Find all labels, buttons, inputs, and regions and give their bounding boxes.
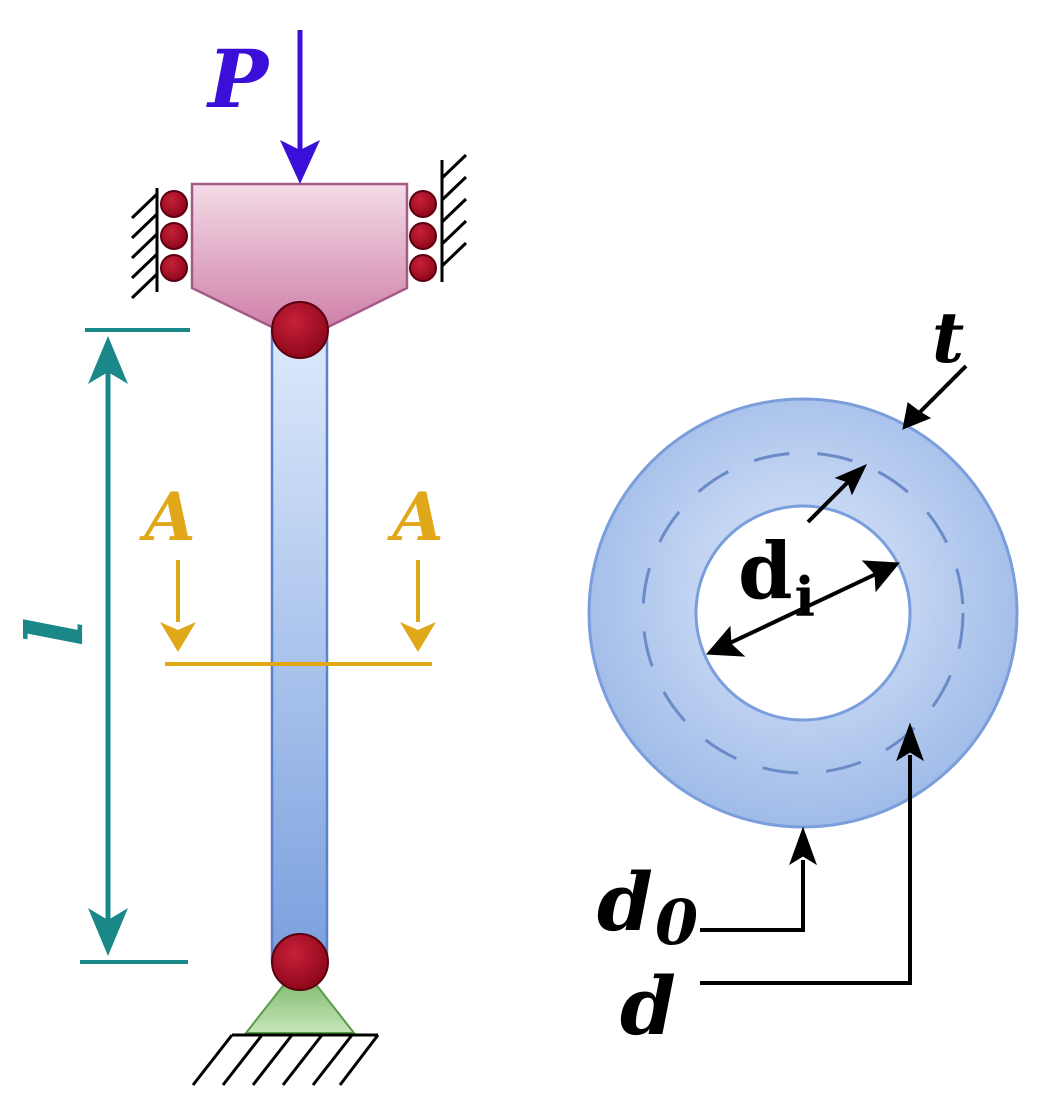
section-cut-line bbox=[160, 560, 436, 666]
column bbox=[270, 328, 329, 964]
right-wall-support bbox=[440, 153, 468, 282]
inner-diameter-dimension bbox=[705, 560, 901, 657]
mean-diameter-label: d bbox=[620, 959, 676, 1053]
section-label-right: A bbox=[386, 478, 443, 556]
top-pin bbox=[271, 301, 329, 359]
inner-diameter-label: di bbox=[738, 526, 815, 629]
bottom-pin bbox=[271, 933, 329, 991]
outer-diameter-label: d0 bbox=[597, 855, 698, 959]
thickness-dimension bbox=[806, 364, 968, 524]
outer-diameter-leader bbox=[700, 826, 817, 932]
length-dimension bbox=[80, 328, 190, 964]
length-label: l bbox=[10, 617, 101, 647]
mean-diameter-leader bbox=[700, 722, 924, 985]
base-support-triangle bbox=[243, 962, 357, 1034]
left-rollers bbox=[160, 190, 188, 282]
ground-hatching bbox=[191, 1033, 380, 1086]
mean-diameter-circle bbox=[641, 451, 965, 775]
thickness-label: t bbox=[932, 296, 964, 379]
load-arrow bbox=[280, 30, 320, 184]
tube-bore bbox=[694, 504, 912, 722]
right-rollers bbox=[409, 190, 437, 282]
left-wall-support bbox=[130, 188, 159, 300]
load-label: P bbox=[206, 32, 271, 126]
section-label-left: A bbox=[138, 478, 195, 556]
